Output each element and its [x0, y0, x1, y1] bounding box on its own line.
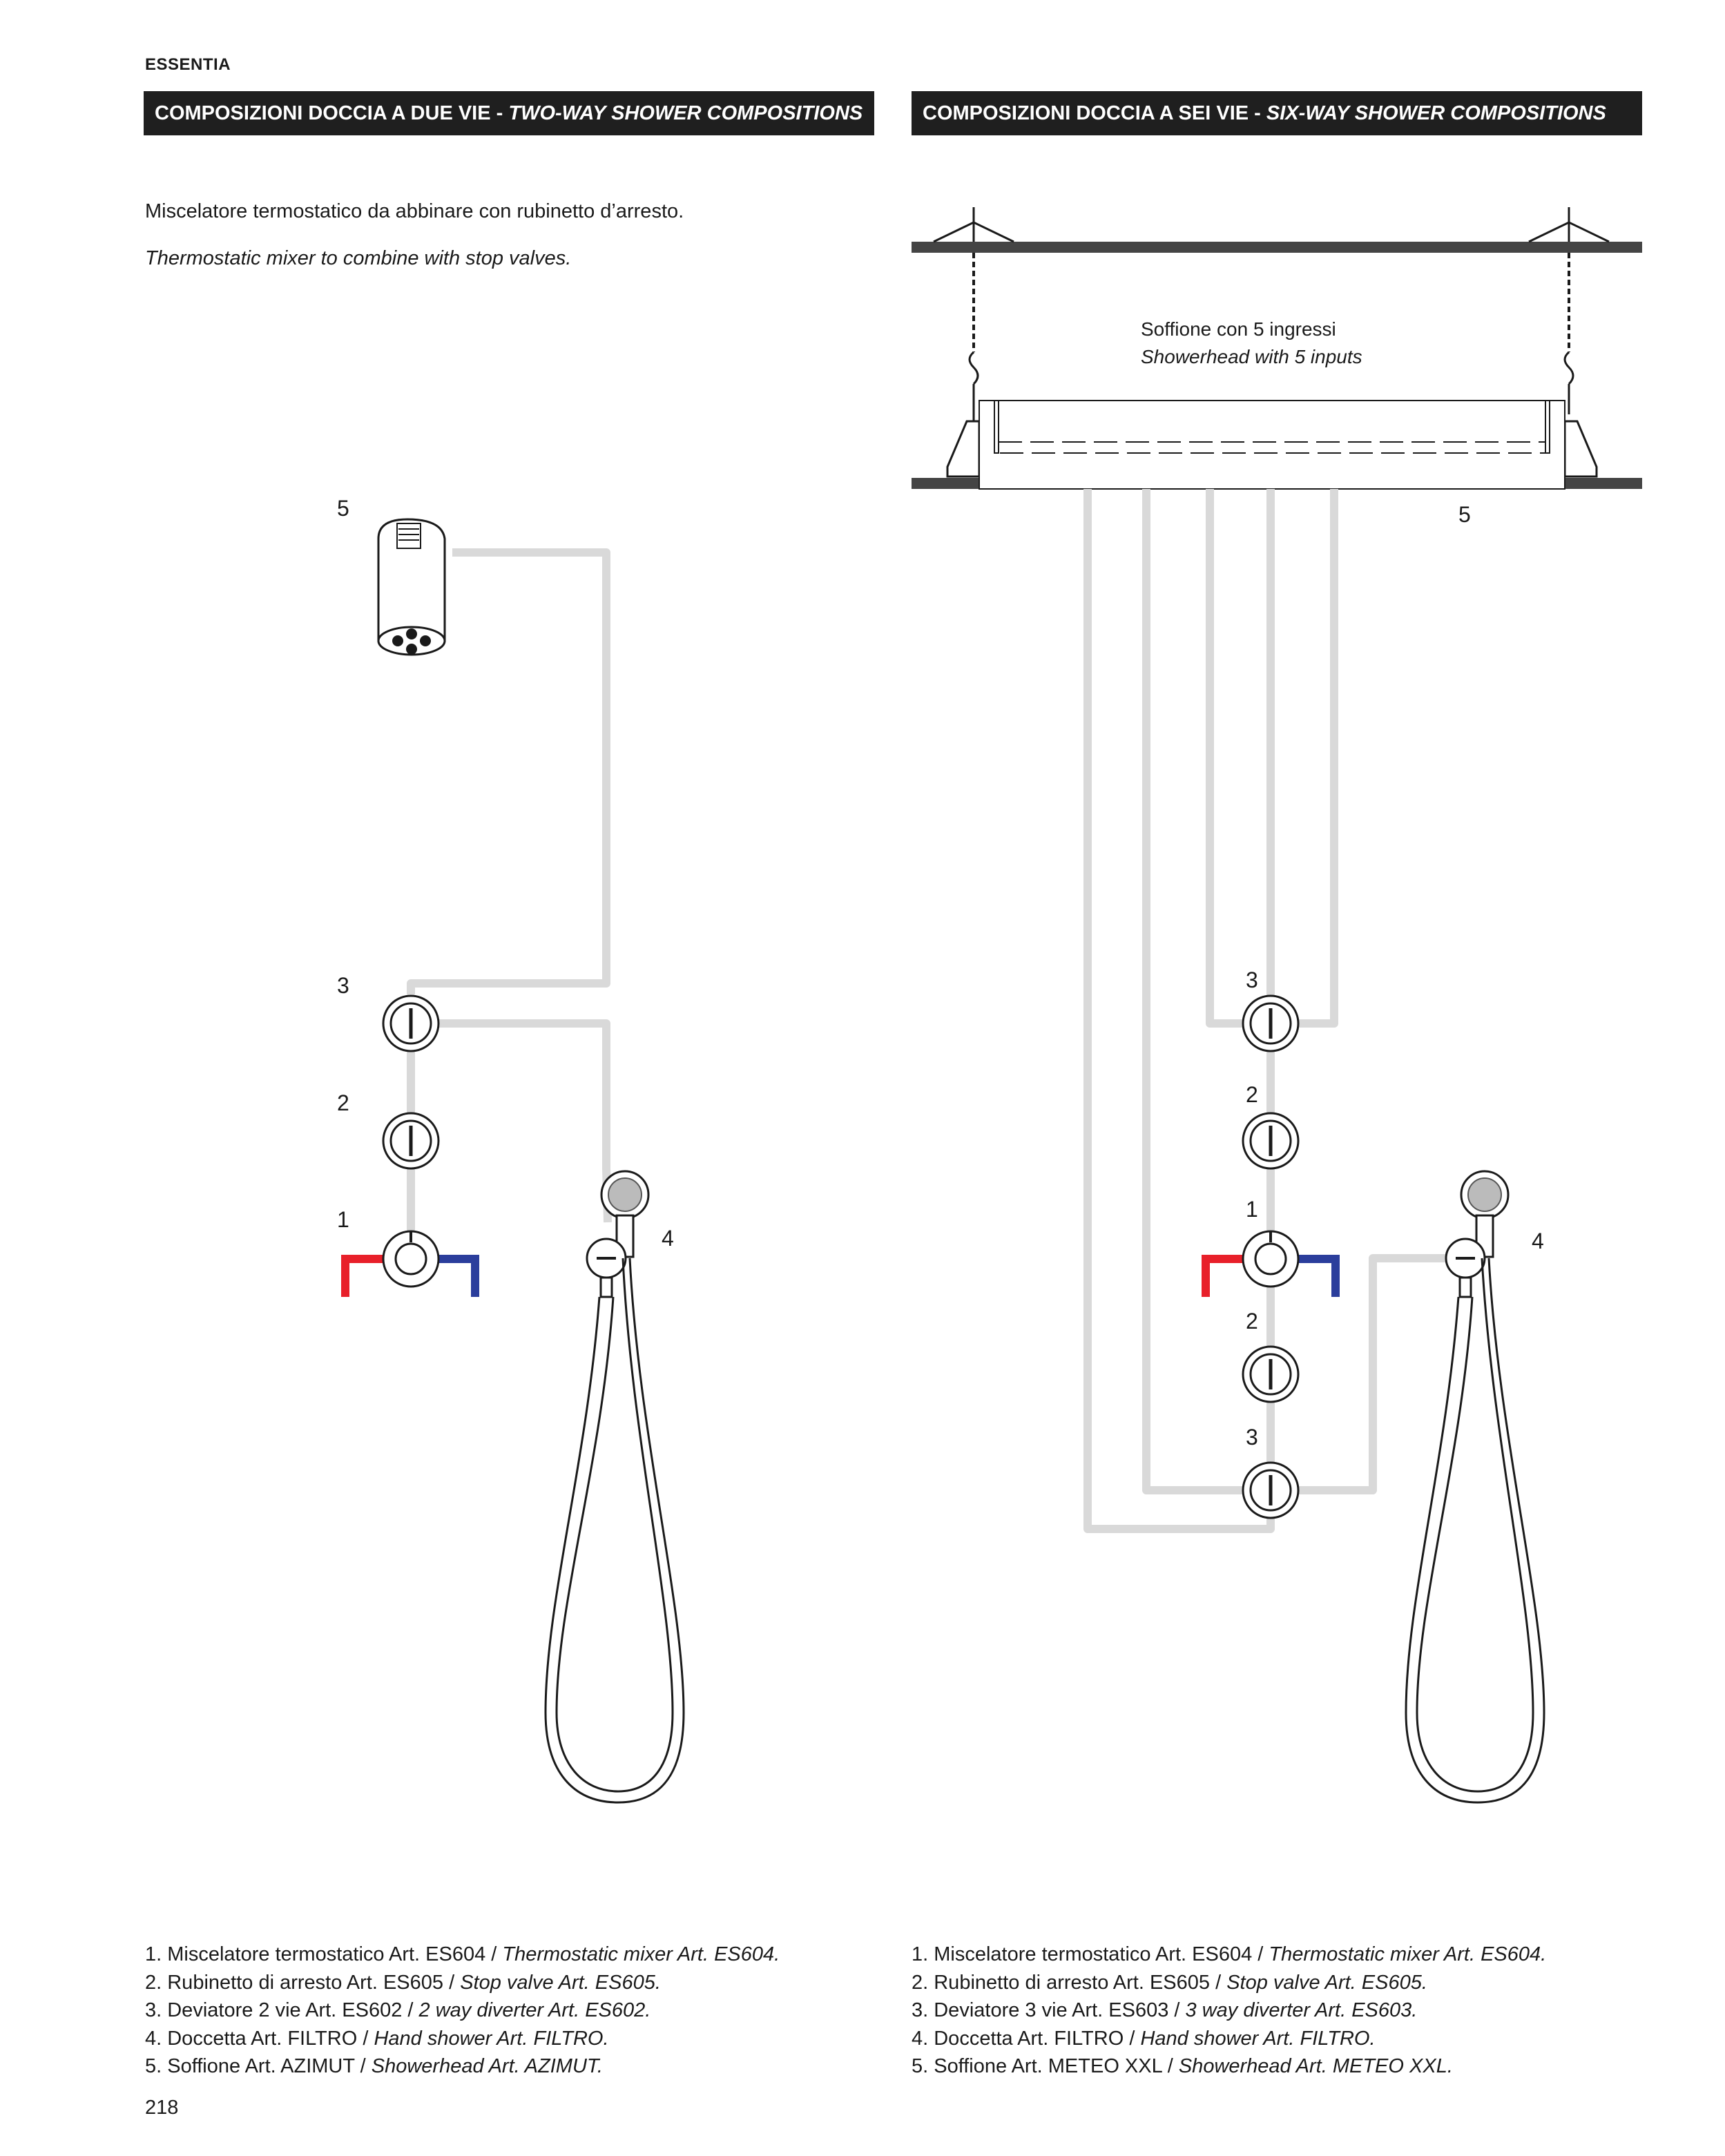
legend-item-it: 1. Miscelatore termostatico Art. ES604 /	[912, 1943, 1269, 1965]
legend-item: 2. Rubinetto di arresto Art. ES605 / Sto…	[912, 1969, 1546, 1997]
intro-text-it: Miscelatore termostatico da abbinare con…	[145, 200, 684, 222]
legend-item-it: 2. Rubinetto di arresto Art. ES605 /	[145, 1971, 461, 1994]
stop-valve-top	[1243, 1113, 1298, 1168]
legend-two-way: 1. Miscelatore termostatico Art. ES604 /…	[145, 1941, 780, 2081]
legend-item: 3. Deviatore 2 vie Art. ES602 / 2 way di…	[145, 1996, 780, 2025]
hand-shower-filtro	[1405, 1170, 1545, 1804]
ceiling-bottom-right	[1565, 478, 1642, 489]
legend-item: 4. Doccetta Art. FILTRO / Hand shower Ar…	[912, 2025, 1546, 2053]
section-title-two-way: COMPOSIZIONI DOCCIA A DUE VIE - TWO-WAY …	[144, 91, 874, 135]
label-mixer: 1	[337, 1207, 349, 1232]
label-showerhead: 5	[337, 496, 349, 521]
legend-item-it: 3. Deviatore 3 vie Art. ES603 /	[912, 1999, 1186, 2021]
label-hand-shower: 4	[1532, 1229, 1544, 1253]
legend-six-way: 1. Miscelatore termostatico Art. ES604 /…	[912, 1941, 1546, 2081]
label-mixer: 1	[1246, 1197, 1258, 1222]
thermostatic-mixer	[1242, 1230, 1300, 1288]
label-stop-valve-top: 2	[1246, 1082, 1258, 1107]
legend-item-it: 5. Soffione Art. METEO XXL /	[912, 2055, 1179, 2077]
intro-text-en: Thermostatic mixer to combine with stop …	[145, 247, 572, 269]
legend-item-en: Stop valve Art. ES605.	[1226, 1971, 1427, 1994]
legend-item-it: 4. Doccetta Art. FILTRO /	[912, 2027, 1141, 2050]
diverter-2-way	[383, 996, 439, 1051]
legend-item-it: 3. Deviatore 2 vie Art. ES602 /	[145, 1999, 419, 2021]
legend-item: 1. Miscelatore termostatico Art. ES604 /…	[145, 1941, 780, 1969]
label-stop-valve-bottom: 2	[1246, 1309, 1258, 1334]
thermostatic-mixer	[382, 1230, 440, 1288]
ceiling-bottom-left	[912, 478, 979, 489]
pipes	[407, 548, 612, 1231]
diverter-3-way-top	[1243, 996, 1298, 1051]
legend-item: 1. Miscelatore termostatico Art. ES604 /…	[912, 1941, 1546, 1969]
legend-item: 3. Deviatore 3 vie Art. ES603 / 3 way di…	[912, 1996, 1546, 2025]
section-title-en: TWO-WAY SHOWER COMPOSITIONS	[508, 102, 863, 124]
diverter-3-way-bottom	[1243, 1463, 1298, 1518]
legend-item-en: 2 way diverter Art. ES602.	[418, 1999, 651, 2021]
six-way-diagram: Soffione con 5 ingressi Showerhead with …	[912, 207, 1642, 1804]
hot-water-pipe	[1202, 1255, 1243, 1297]
legend-item-en: Thermostatic mixer Art. ES604.	[1269, 1943, 1547, 1965]
stop-valve-bottom	[1243, 1347, 1298, 1402]
label-hand-shower: 4	[662, 1226, 674, 1251]
hand-shower-filtro	[544, 1170, 685, 1804]
section-title-it: COMPOSIZIONI DOCCIA A SEI VIE -	[923, 102, 1266, 124]
ceiling-hanger-left	[933, 207, 1014, 478]
ceiling-top	[912, 242, 1642, 253]
showerhead-meteo-xxl	[979, 400, 1565, 490]
legend-item: 5. Soffione Art. AZIMUT / Showerhead Art…	[145, 2052, 780, 2081]
two-way-diagram: 5 3 2 1 4	[337, 496, 685, 1804]
legend-item-en: Hand shower Art. FILTRO.	[1140, 2027, 1376, 2050]
stop-valve	[383, 1113, 439, 1168]
cold-water-pipe	[439, 1255, 479, 1297]
legend-item-en: Stop valve Art. ES605.	[460, 1971, 661, 1994]
legend-item-it: 1. Miscelatore termostatico Art. ES604 /	[145, 1943, 503, 1965]
legend-item-en: Showerhead Art. AZIMUT.	[371, 2055, 603, 2077]
legend-item: 5. Soffione Art. METEO XXL / Showerhead …	[912, 2052, 1546, 2081]
legend-item-en: Showerhead Art. METEO XXL.	[1178, 2055, 1453, 2077]
section-title-six-way: COMPOSIZIONI DOCCIA A SEI VIE - SIX-WAY …	[912, 91, 1642, 135]
label-diverter-top: 3	[1246, 968, 1258, 992]
label-showerhead: 5	[1458, 502, 1471, 527]
hot-water-pipe	[341, 1255, 383, 1297]
showerhead-note-it: Soffione con 5 ingressi	[1141, 318, 1336, 340]
legend-item-it: 5. Soffione Art. AZIMUT /	[145, 2055, 372, 2077]
label-diverter-bottom: 3	[1246, 1425, 1258, 1450]
legend-item-it: 4. Doccetta Art. FILTRO /	[145, 2027, 374, 2050]
showerhead-note-en: Showerhead with 5 inputs	[1141, 346, 1362, 367]
page-number: 218	[145, 2097, 179, 2119]
section-title-en: SIX-WAY SHOWER COMPOSITIONS	[1266, 102, 1606, 124]
legend-item: 2. Rubinetto di arresto Art. ES605 / Sto…	[145, 1969, 780, 1997]
section-title-it: COMPOSIZIONI DOCCIA A DUE VIE -	[155, 102, 509, 124]
legend-item-en: Hand shower Art. FILTRO.	[374, 2027, 609, 2050]
label-diverter: 3	[337, 973, 349, 998]
legend-item-it: 2. Rubinetto di arresto Art. ES605 /	[912, 1971, 1227, 1994]
pipes	[1083, 489, 1446, 1533]
legend-item-en: 3 way diverter Art. ES603.	[1185, 1999, 1418, 2021]
cold-water-pipe	[1298, 1255, 1340, 1297]
legend-item-en: Thermostatic mixer Art. ES604.	[502, 1943, 780, 1965]
legend-item: 4. Doccetta Art. FILTRO / Hand shower Ar…	[145, 2025, 780, 2053]
label-stop-valve: 2	[337, 1090, 349, 1115]
brand-name: ESSENTIA	[145, 55, 231, 74]
showerhead-azimut	[377, 518, 446, 656]
